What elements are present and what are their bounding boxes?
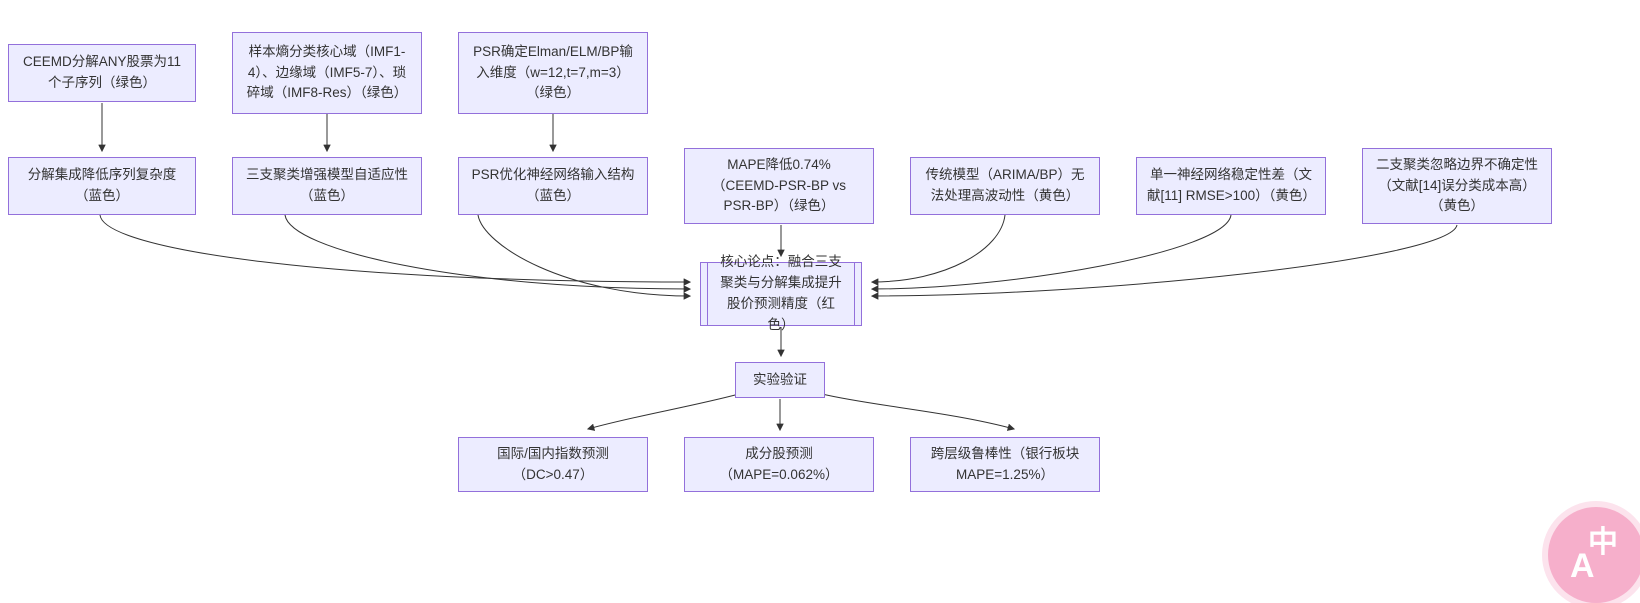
node-label: PSR确定Elman/ELM/BP输入维度（w=12,t=7,m=3）（绿色） — [473, 43, 633, 101]
node-label: 核心论点：融合三支聚类与分解集成提升股价预测精度（红色） — [720, 254, 842, 332]
edge-psropt-core — [477, 214, 692, 300]
node-label: 传统模型（ARIMA/BP）无法处理高波动性（黄色） — [925, 167, 1085, 203]
node-three-way-clustering-adaptivity: 三支聚类增强模型自适应性（蓝色） — [232, 157, 422, 215]
subroutine-inner-line-left — [707, 263, 708, 325]
translate-badge-en-glyph: A — [1570, 547, 1595, 585]
node-cross-level-robustness: 跨层级鲁棒性（银行板块 MAPE=1.25%） — [910, 437, 1100, 492]
edge-threeway-core — [284, 214, 692, 293]
node-label: 分解集成降低序列复杂度（蓝色） — [27, 167, 177, 203]
flowchart-canvas: CEEMD分解ANY股票为11个子序列（绿色） 样本熵分类核心域（IMF1-4）… — [8, 32, 1640, 603]
node-traditional-model-limitation: 传统模型（ARIMA/BP）无法处理高波动性（黄色） — [910, 157, 1100, 215]
node-psr-input-dimension: PSR确定Elman/ELM/BP输入维度（w=12,t=7,m=3）（绿色） — [458, 32, 648, 114]
node-sample-entropy-domains: 样本熵分类核心域（IMF1-4）、边缘域（IMF5-7）、琐碎域（IMF8-Re… — [232, 32, 422, 114]
node-ceemd-decompose: CEEMD分解ANY股票为11个子序列（绿色） — [8, 44, 196, 102]
node-single-nn-instability: 单一神经网络稳定性差（文献[11] RMSE>100）（黄色） — [1136, 157, 1326, 215]
node-label: MAPE降低0.74%（CEEMD-PSR-BP vs PSR-BP）（绿色） — [711, 156, 847, 214]
node-psr-optimizes-input-structure: PSR优化神经网络输入结构（蓝色） — [458, 157, 648, 215]
node-two-way-clustering-limitation: 二支聚类忽略边界不确定性（文献[14]误分类成本高）（黄色） — [1362, 148, 1552, 224]
node-index-forecast: 国际/国内指数预测（DC>0.47） — [458, 437, 648, 492]
edge-singlenn-core — [870, 214, 1232, 293]
node-label: PSR优化神经网络输入结构（蓝色） — [471, 167, 635, 203]
edge-exp-robust — [821, 393, 1016, 431]
node-mape-reduction: MAPE降低0.74%（CEEMD-PSR-BP vs PSR-BP）（绿色） — [684, 148, 874, 224]
subroutine-inner-line-right — [854, 263, 855, 325]
edge-exp-index — [586, 393, 740, 431]
node-label: 国际/国内指数预测（DC>0.47） — [497, 445, 609, 482]
node-label: 二支聚类忽略边界不确定性（文献[14]误分类成本高）（黄色） — [1376, 156, 1538, 214]
node-label: 样本熵分类核心域（IMF1-4）、边缘域（IMF5-7）、琐碎域（IMF8-Re… — [246, 43, 408, 101]
edge-trad-core — [870, 214, 1006, 286]
translate-badge[interactable]: 中 A — [1548, 507, 1640, 603]
node-label: 单一神经网络稳定性差（文献[11] RMSE>100）（黄色） — [1147, 167, 1316, 203]
node-experiment-validation: 实验验证 — [735, 362, 825, 398]
node-label: 跨层级鲁棒性（银行板块 MAPE=1.25%） — [930, 445, 1080, 482]
translate-badge-zh-glyph: 中 — [1588, 526, 1618, 559]
node-label: 成分股预测（MAPE=0.062%） — [719, 445, 839, 482]
edge-twoway-core — [870, 224, 1458, 300]
edge-decomp-core — [99, 214, 692, 286]
node-label: 三支聚类增强模型自适应性（蓝色） — [246, 167, 408, 203]
node-label: 实验验证 — [753, 371, 807, 387]
node-core-thesis: 核心论点：融合三支聚类与分解集成提升股价预测精度（红色） — [700, 254, 862, 332]
node-constituent-stock-forecast: 成分股预测（MAPE=0.062%） — [684, 437, 874, 492]
node-decomposition-reduces-complexity: 分解集成降低序列复杂度（蓝色） — [8, 157, 196, 215]
node-label: CEEMD分解ANY股票为11个子序列（绿色） — [22, 54, 182, 90]
